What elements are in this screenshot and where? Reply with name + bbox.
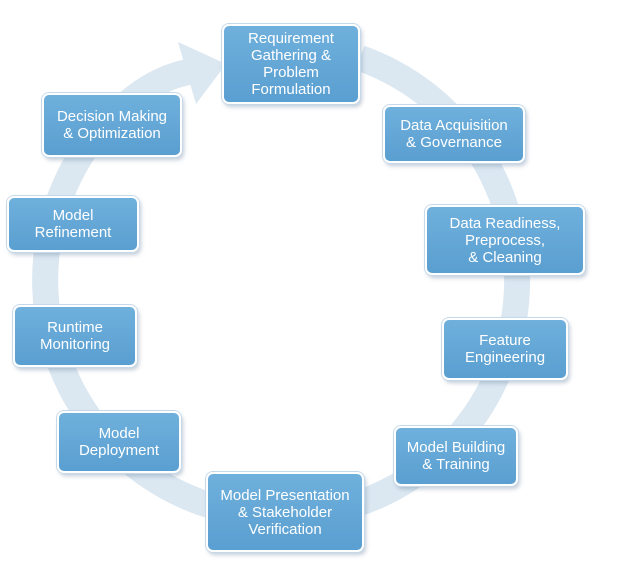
step-requirement-gathering: Requirement Gathering & Problem Formulat… xyxy=(222,24,360,104)
step-model-building: Model Building & Training xyxy=(394,426,518,486)
step-feature-engineering: Feature Engineering xyxy=(442,318,568,380)
step-model-deployment: Model Deployment xyxy=(57,411,181,473)
step-data-acquisition: Data Acquisition & Governance xyxy=(383,105,525,163)
step-model-refinement: Model Refinement xyxy=(7,196,139,252)
cycle-arrowhead xyxy=(178,42,226,104)
step-runtime-monitoring: Runtime Monitoring xyxy=(13,305,137,367)
step-data-readiness: Data Readiness, Preprocess, & Cleaning xyxy=(425,205,585,275)
step-model-presentation: Model Presentation & Stakeholder Verific… xyxy=(206,472,364,552)
step-decision-making: Decision Making & Optimization xyxy=(42,93,182,157)
